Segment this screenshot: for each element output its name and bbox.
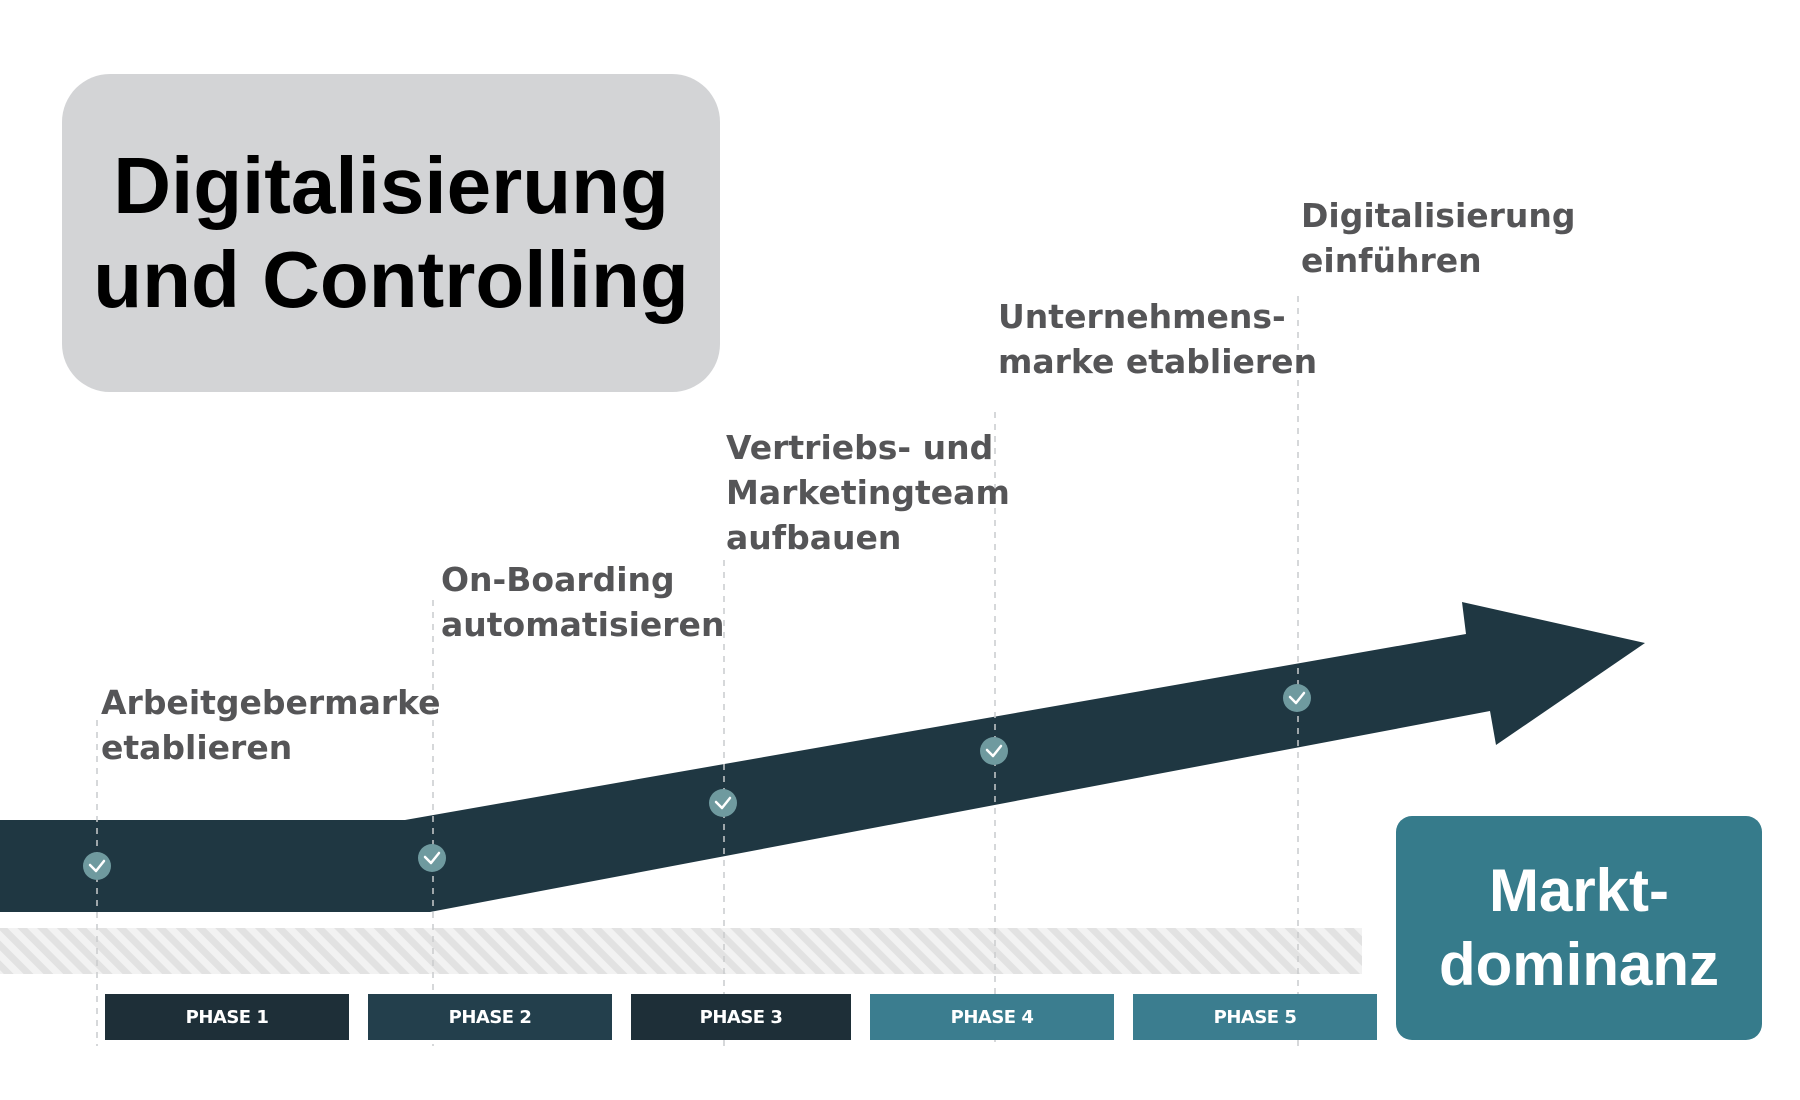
milestone-marker-1 (83, 852, 111, 880)
check-circle-icon (418, 844, 446, 872)
step-label-4-line-2: marke etablieren (998, 342, 1318, 381)
check-circle-icon (1283, 684, 1311, 712)
phase-tab-3: PHASE 3 (631, 994, 851, 1040)
goal-line-2: dominanz (1439, 931, 1719, 998)
check-circle-icon (709, 789, 737, 817)
step-label-1-line-2: etablieren (101, 728, 293, 767)
goal-box: Markt- dominanz (1396, 816, 1762, 1040)
step-label-2-line-1: On-Boarding (441, 560, 675, 599)
step-label-1: Arbeitgebermarke etablieren (101, 680, 441, 770)
milestone-marker-2 (418, 844, 446, 872)
step-label-2-line-2: automatisieren (441, 605, 725, 644)
milestone-marker-3 (709, 789, 737, 817)
phase-tab-1: PHASE 1 (105, 994, 349, 1040)
goal-line-1: Markt- (1488, 857, 1670, 924)
title-box: Digitalisierung und Controlling (62, 74, 720, 392)
check-circle-icon (980, 737, 1008, 765)
phase-tab-5: PHASE 5 (1133, 994, 1377, 1040)
step-label-3-line-2: Marketingteam (726, 473, 1010, 512)
title-line-2: und Controlling (93, 235, 689, 324)
step-label-4-line-1: Unternehmens- (998, 297, 1286, 336)
hatched-baseline (0, 928, 1362, 974)
step-label-5-line-2: einführen (1301, 241, 1482, 280)
step-label-3-line-3: aufbauen (726, 518, 902, 557)
growth-arrow (0, 602, 1645, 912)
milestone-marker-4 (980, 737, 1008, 765)
step-label-5-line-1: Digitalisierung (1301, 196, 1576, 235)
step-label-3: Vertriebs- und Marketingteam aufbauen (726, 425, 1010, 560)
title-line-1: Digitalisierung (113, 141, 669, 230)
phase-tab-2: PHASE 2 (368, 994, 612, 1040)
step-label-4: Unternehmens- marke etablieren (998, 294, 1317, 384)
milestone-marker-5 (1283, 684, 1311, 712)
step-label-3-line-1: Vertriebs- und (726, 428, 994, 467)
check-circle-icon (83, 852, 111, 880)
step-label-5: Digitalisierung einführen (1301, 193, 1576, 283)
step-label-1-line-1: Arbeitgebermarke (101, 683, 441, 722)
step-label-2: On-Boarding automatisieren (441, 557, 724, 647)
phase-tab-4: PHASE 4 (870, 994, 1114, 1040)
milestone-markers (83, 684, 1311, 880)
